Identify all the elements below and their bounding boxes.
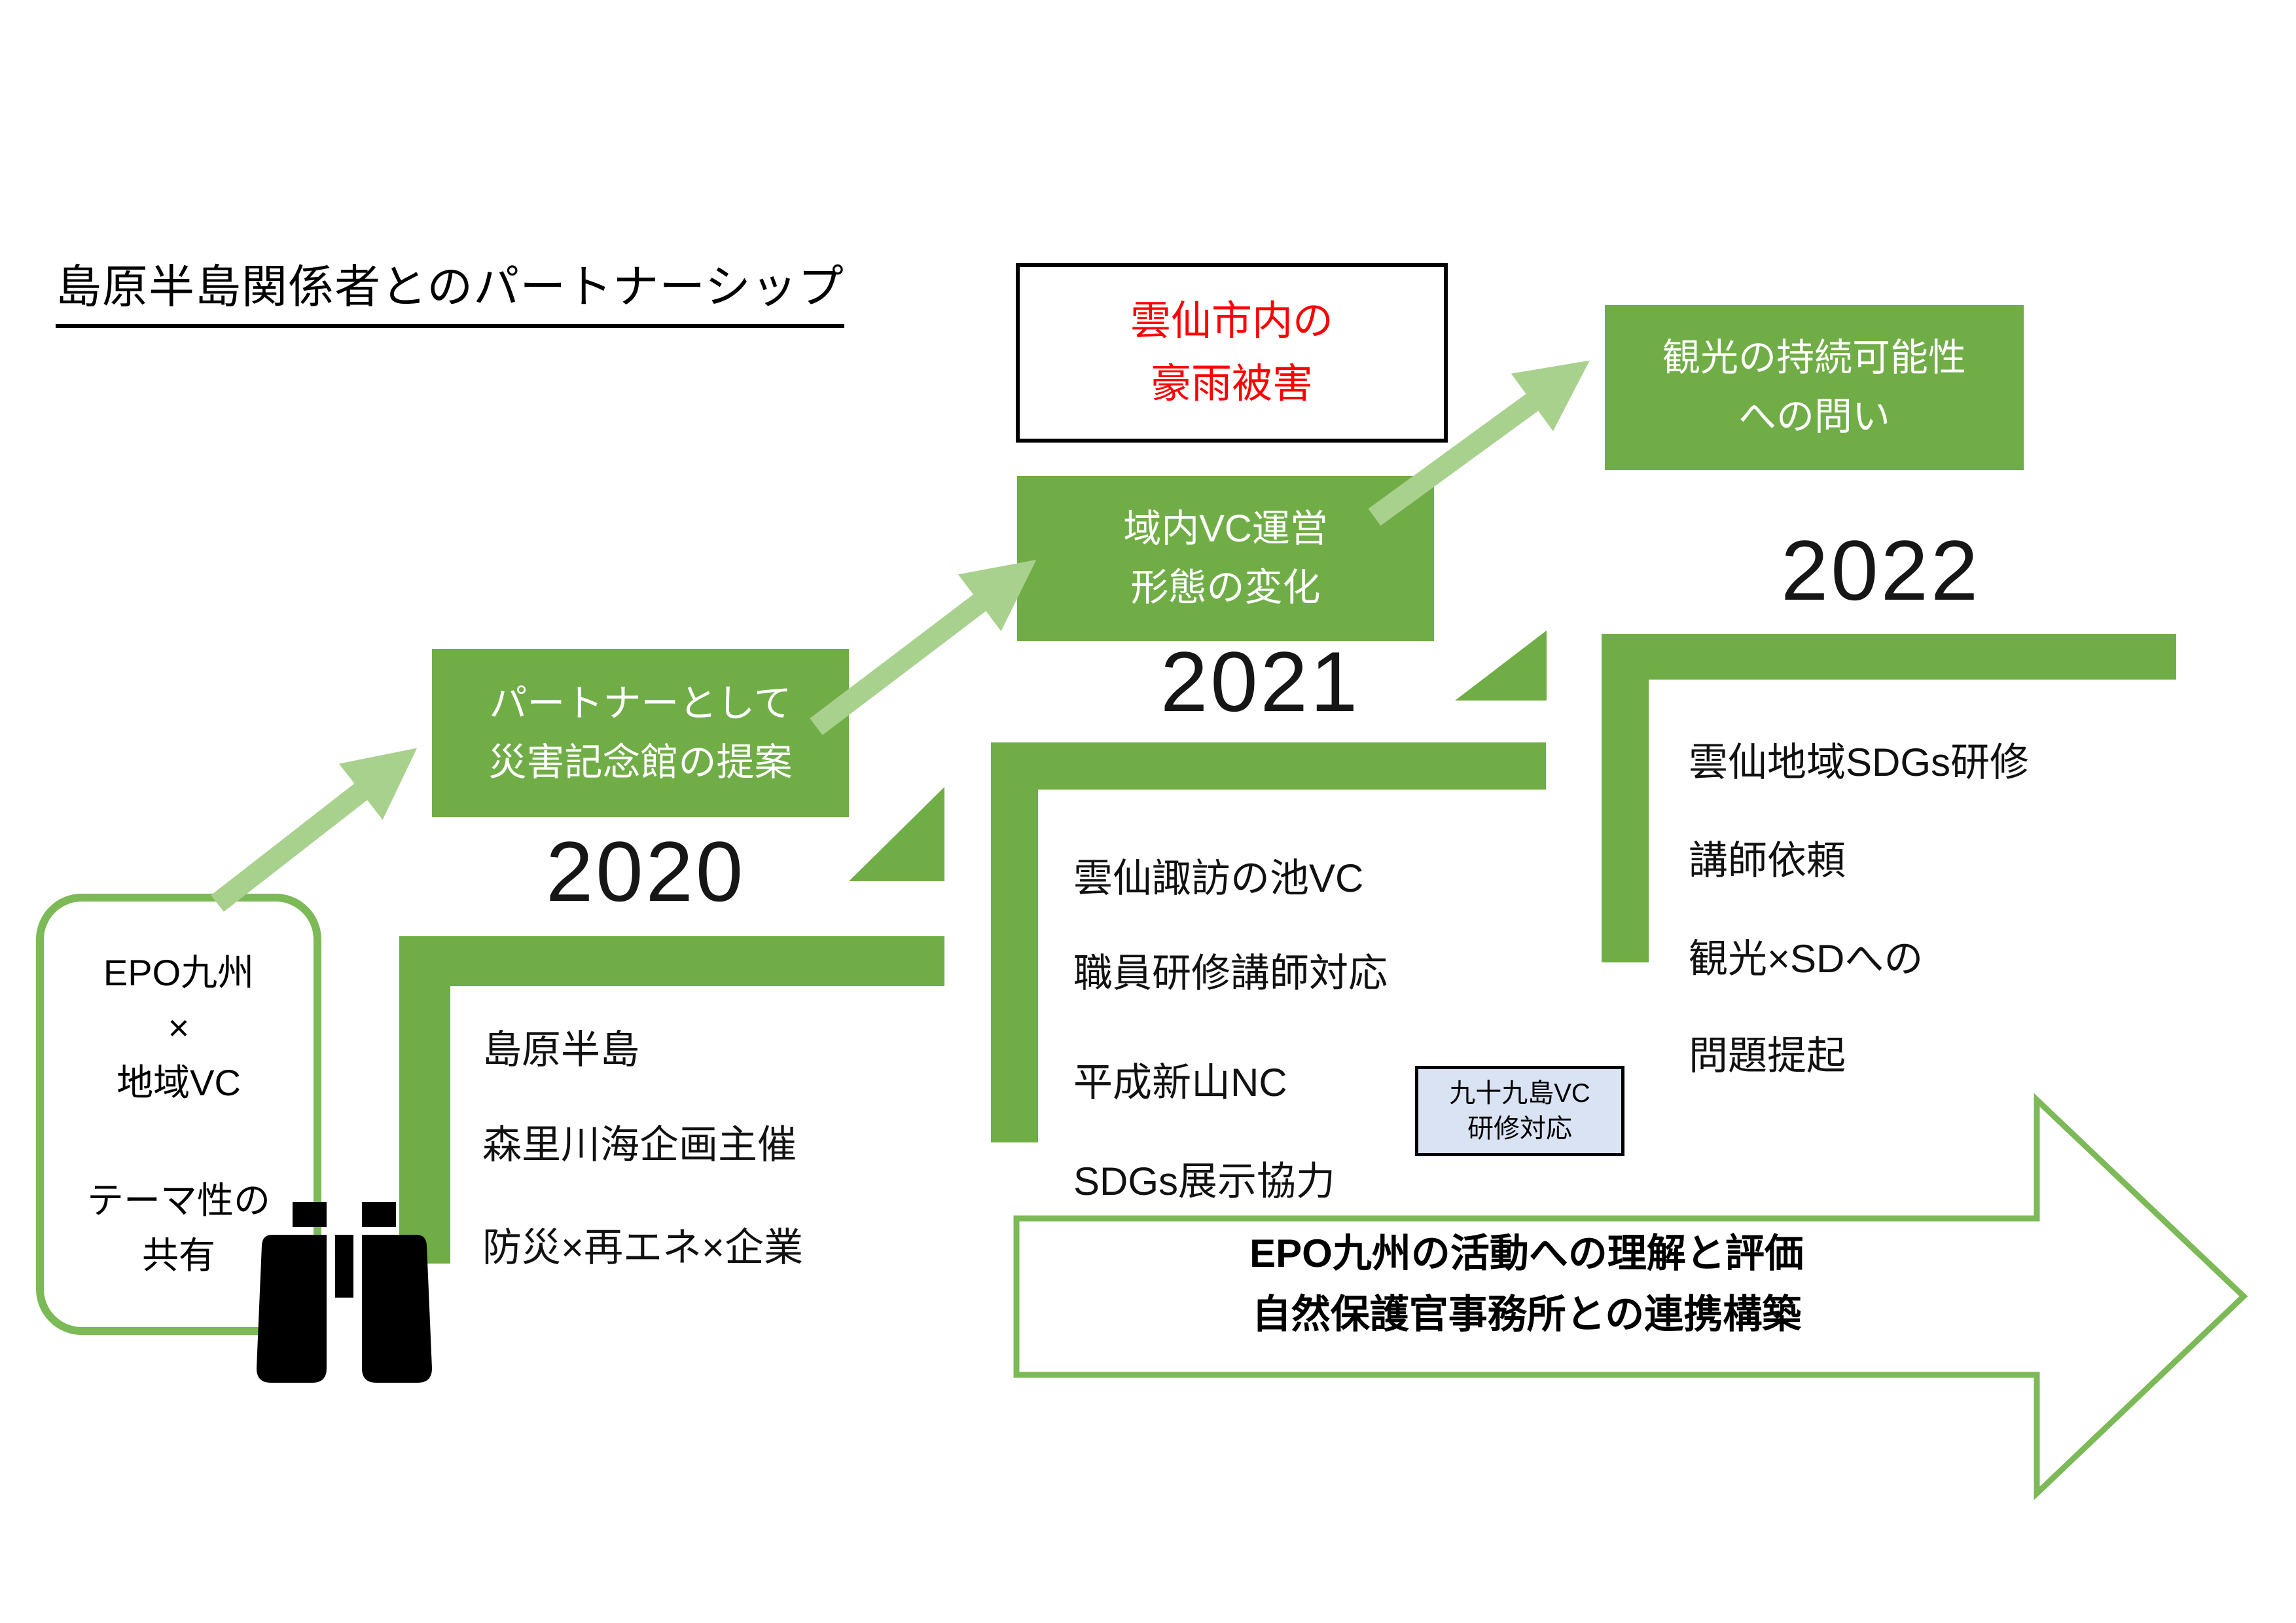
page-title: 島原半島関係者とのパートナーシップ — [56, 250, 844, 328]
box-vc-change-line2: 形態の変化 — [1130, 566, 1321, 609]
list-item-2021-2: 職員研修講師対応 — [1073, 951, 1388, 995]
epo-card-line1: EPO九州 — [103, 952, 255, 993]
list-item-2021-3: 平成新山NC — [1073, 1061, 1287, 1104]
badge-kujukushima-vc: 九十九島VC 研修対応 — [1415, 1066, 1624, 1156]
triangle-2021 — [1455, 630, 1547, 701]
list-item-2020-1: 島原半島 — [482, 1028, 639, 1072]
box-tourism-line1: 観光の持続可能性 — [1662, 337, 1966, 380]
list-item-2022-1: 雲仙地域SDGs研修 — [1689, 740, 2030, 784]
list-item-2022-2: 講師依頼 — [1689, 839, 1846, 883]
big-arrow-caption-line1: EPO九州の活動への理解と評価 — [1249, 1231, 1804, 1275]
box-vc-operation-change: 域内VC運営 形態の変化 — [1017, 476, 1434, 641]
frame-2020-left-bar — [399, 936, 450, 1264]
year-label-2021: 2021 — [1160, 634, 1361, 729]
frame-2021-top-bar — [991, 742, 1546, 790]
box-tourism-line2: への問い — [1738, 395, 1890, 438]
frame-2021-left-bar — [991, 742, 1038, 1142]
list-item-2020-3: 防災×再エネ×企業 — [482, 1226, 804, 1269]
list-item-2021-1: 雲仙諏訪の池VC — [1073, 856, 1364, 900]
epo-card-line2: × — [168, 1007, 190, 1048]
box-partner-proposal: パートナーとして 災害記念館の提案 — [432, 649, 849, 817]
callout-heavy-rain: 雲仙市内の 豪雨被害 — [1016, 263, 1448, 443]
box-vc-change-line1: 域内VC運営 — [1123, 507, 1328, 551]
card-epo-kyushu: EPO九州 × 地域VC テーマ性の 共有 — [36, 894, 321, 1335]
box-tourism-sustainability: 観光の持続可能性 への問い — [1605, 305, 2024, 470]
big-arrow-caption: EPO九州の活動への理解と評価 自然保護官事務所との連携構築 — [1016, 1223, 2037, 1345]
callout-heavy-rain-line2: 豪雨被害 — [1150, 361, 1313, 407]
list-item-2021-4: SDGs展示協力 — [1073, 1159, 1336, 1203]
list-item-2020-2: 森里川海企画主催 — [482, 1123, 797, 1167]
callout-heavy-rain-line1: 雲仙市内の — [1130, 298, 1333, 344]
epo-card-line4: テーマ性の — [87, 1180, 270, 1221]
epo-card-line3: 地域VC — [117, 1062, 241, 1103]
epo-card-line5: 共有 — [142, 1235, 215, 1276]
list-item-2022-3: 観光×SDへの — [1689, 937, 1924, 981]
box-partner-line1: パートナーとして — [489, 682, 792, 725]
frame-2022-top-bar — [1602, 634, 2176, 680]
triangle-2020 — [849, 787, 944, 881]
badge-kujukushima-line1: 九十九島VC — [1449, 1079, 1590, 1108]
list-item-2022-4: 問題提起 — [1689, 1034, 1846, 1078]
big-arrow-caption-line2: 自然保護官事務所との連携構築 — [1251, 1292, 1802, 1336]
growth-arrow-icon-1 — [211, 748, 418, 912]
badge-kujukushima-line2: 研修対応 — [1467, 1114, 1572, 1143]
year-label-2020: 2020 — [546, 824, 746, 919]
year-label-2022: 2022 — [1781, 522, 1981, 618]
frame-2020-top-bar — [399, 936, 944, 986]
frame-2022-left-bar — [1602, 634, 1649, 962]
box-partner-line2: 災害記念館の提案 — [488, 740, 793, 784]
